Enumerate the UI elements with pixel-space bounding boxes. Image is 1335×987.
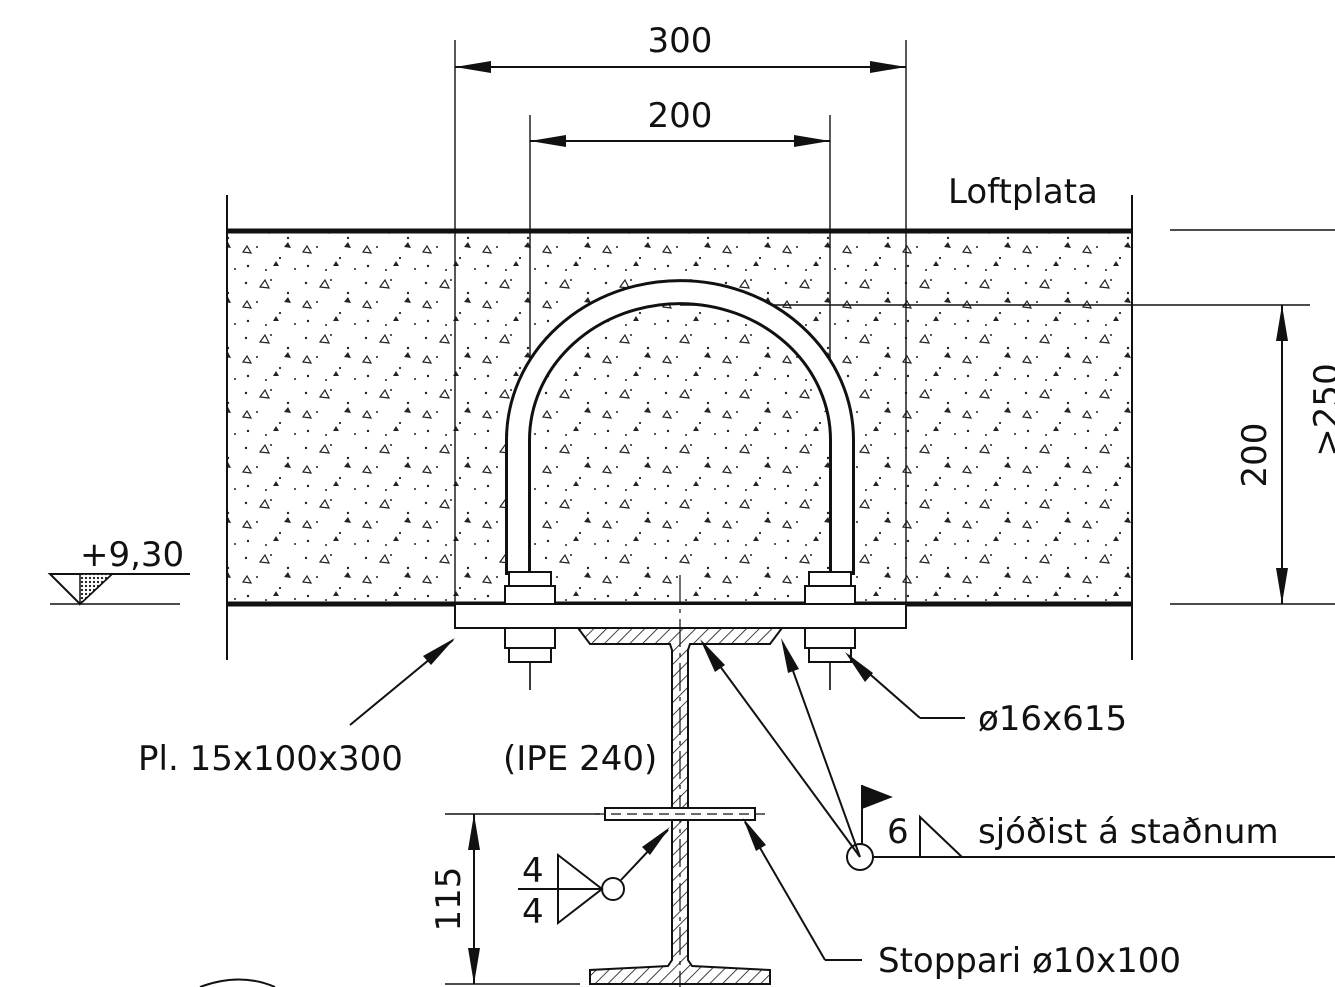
dim-250-label: >250 [1307,363,1335,456]
dimension-min-250: >250 [1307,363,1335,456]
elevation-mark: +9,30 [47,535,190,606]
plate-leader: Pl. 15x100x300 [138,638,455,779]
dimension-300: 300 [455,21,906,73]
plate-label: Pl. 15x100x300 [138,739,403,779]
stopper-weld-symbol: 4 4 [518,827,670,932]
stopper-weld-top: 4 [522,851,544,891]
dim-115-label: 115 [429,867,469,932]
site-weld-size: 6 [887,812,909,852]
bolt-nuts [504,571,856,663]
beam-label: (IPE 240) [503,739,657,779]
dimension-200-vertical: 200 [1235,305,1288,604]
dimension-200-horizontal: 200 [530,96,830,147]
ubolt-label: ø16x615 [978,699,1127,739]
partial-arc [199,978,276,987]
dim-300-label: 300 [648,21,713,61]
ipe-beam [576,575,784,987]
dimension-115: 115 [429,813,600,985]
stopper-leader: Stoppari ø10x100 [743,818,1181,981]
site-weld-note: sjóðist á staðnum [978,812,1279,852]
elevation-label: +9,30 [80,535,184,575]
dim-200-label: 200 [648,96,713,136]
dim-slab-200-label: 200 [1235,423,1275,488]
stopper-bar [595,807,770,821]
slab-label: Loftplata [948,172,1098,212]
stopper-weld-bottom: 4 [522,892,544,932]
ubolt-leader: ø16x615 [845,652,1127,739]
stopper-label: Stoppari ø10x100 [878,941,1181,981]
site-weld-symbol: 6 sjóðist á staðnum [700,638,1335,871]
